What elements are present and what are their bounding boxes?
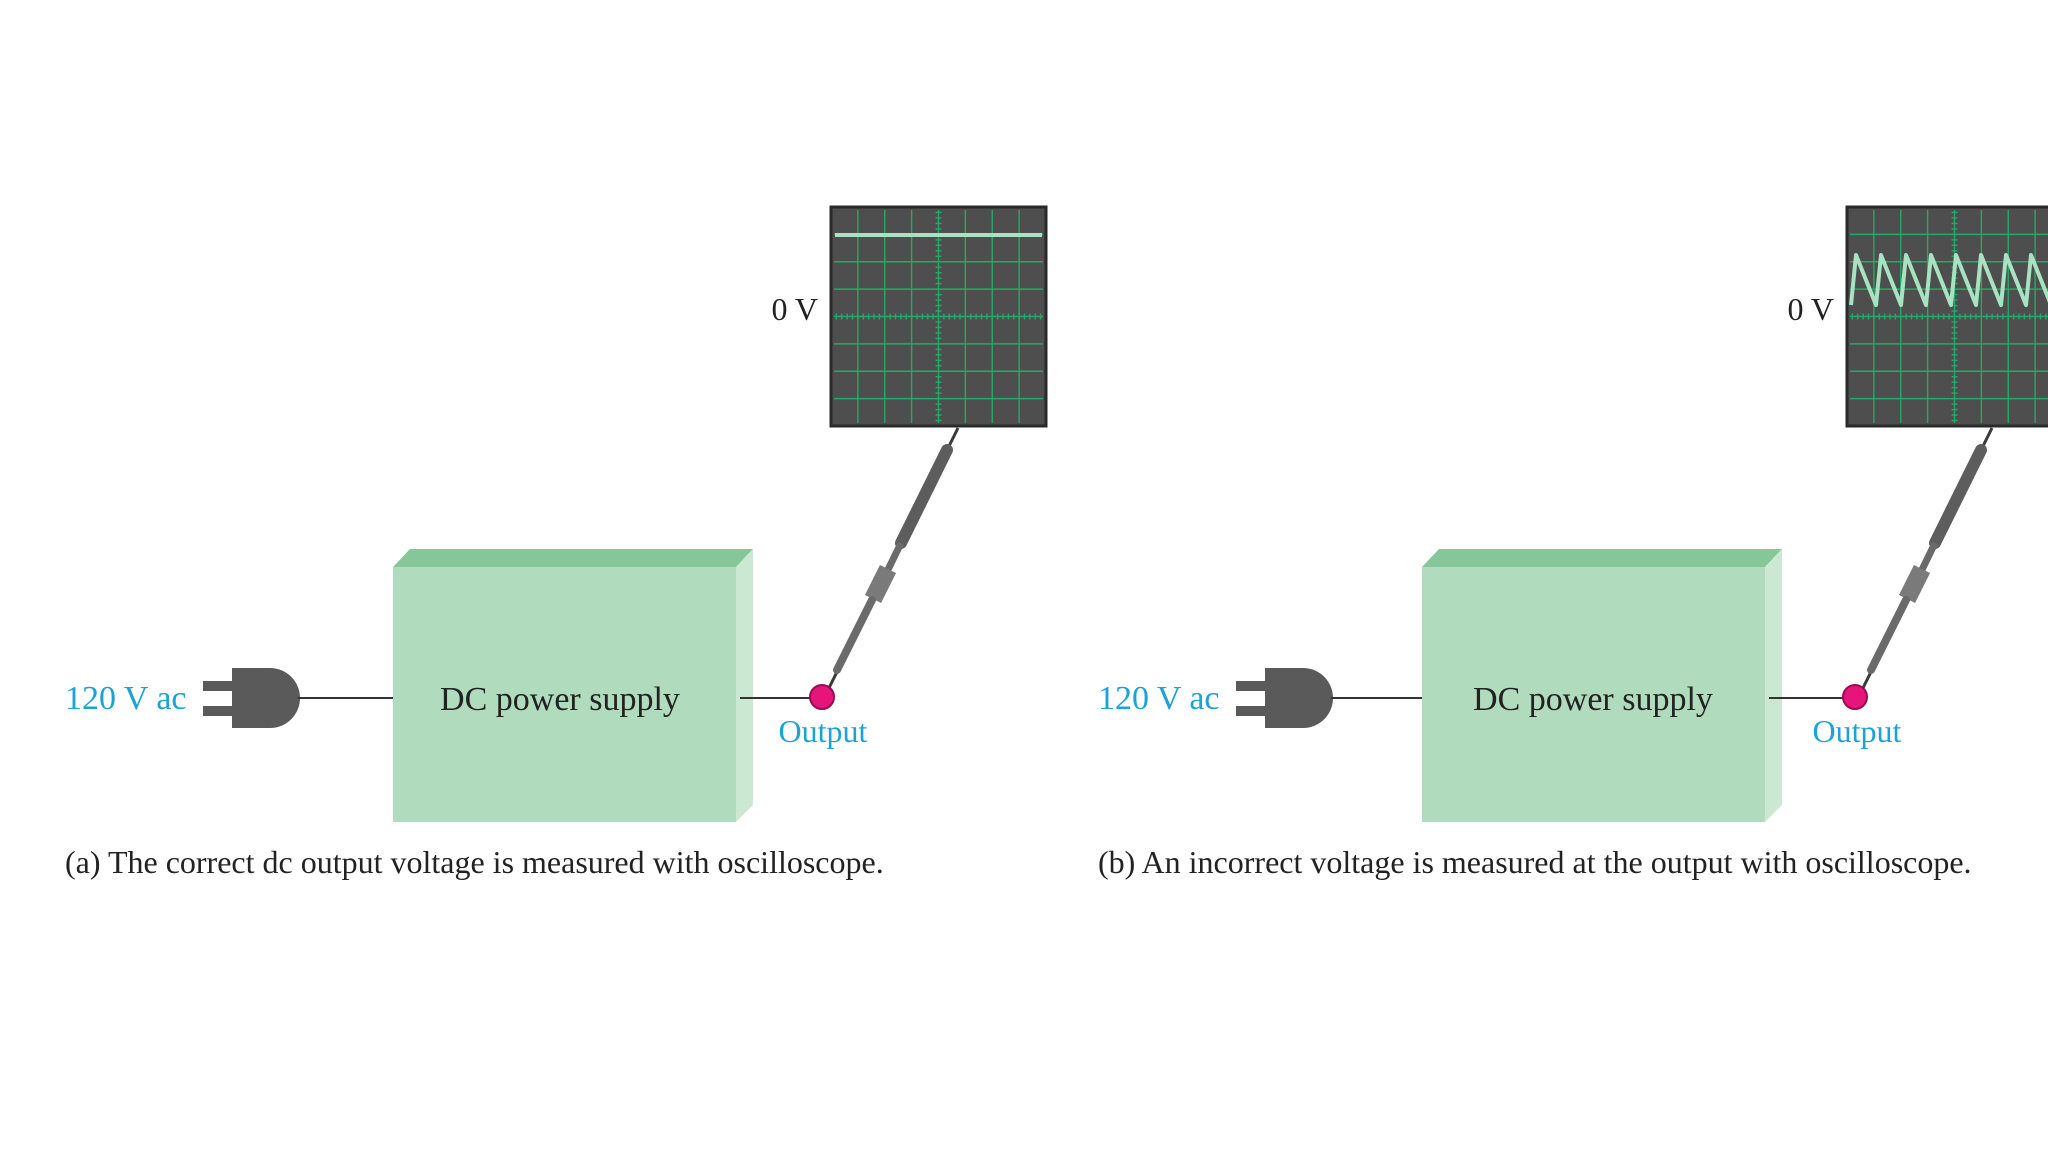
panel-a-output-node <box>809 684 835 710</box>
panel-b-zero-label: 0 V <box>1787 291 1834 327</box>
panel-b-caption: (b) An incorrect voltage is measured at … <box>1098 844 1972 880</box>
panel-a-output-label: Output <box>779 713 868 749</box>
panel-a-input-label: 120 V ac <box>65 680 187 717</box>
panel-a-probe-icon <box>824 427 960 695</box>
panel-a-caption: (a) The correct dc output voltage is mea… <box>65 844 884 880</box>
panel-a-box-label: DC power supply <box>440 681 680 718</box>
panel-b-box-label: DC power supply <box>1473 681 1713 718</box>
panel-b-oscilloscope-screen-icon <box>1845 205 2048 428</box>
panel-b: 120 V ac DC power supply Output <box>1098 205 2048 880</box>
panel-a-power-supply-box <box>393 549 753 822</box>
panel-a-oscilloscope-screen-icon <box>829 205 1048 428</box>
panel-b-probe-icon <box>1858 427 1994 695</box>
panel-b-output-node <box>1842 684 1868 710</box>
panel-a-plug-icon <box>203 668 300 728</box>
panel-b-ripple-trace <box>1849 253 2048 307</box>
panel-b-plug-icon <box>1236 668 1333 728</box>
panel-b-output-label: Output <box>1813 713 1902 749</box>
panel-b-power-supply-box <box>1422 549 1782 822</box>
panel-a-zero-label: 0 V <box>771 291 818 327</box>
panel-b-input-label: 120 V ac <box>1098 680 1220 717</box>
panel-a: 120 V ac DC power supply Output <box>65 205 1048 880</box>
